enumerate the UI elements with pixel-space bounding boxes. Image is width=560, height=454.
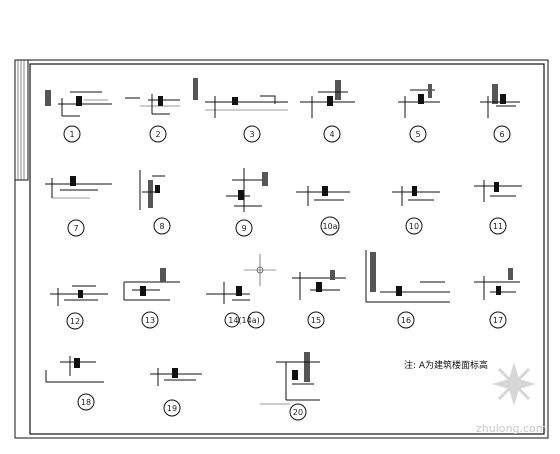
detail-label-14: 14(14a) [224,311,265,329]
detail-label-10a: 10a [320,216,340,236]
detail-sketch-7 [45,176,112,199]
svg-text:1: 1 [69,130,74,139]
svg-text:15: 15 [311,316,321,325]
svg-text:4: 4 [329,130,334,139]
watermark-text: zhulong.com [476,422,546,435]
svg-text:11: 11 [493,222,503,231]
svg-text:17: 17 [493,316,503,325]
detail-sketch-20 [260,352,320,405]
detail-label-19: 19 [163,399,181,417]
detail-sketch-3 [193,78,288,118]
svg-text:13: 13 [145,316,155,325]
detail-label-17: 17 [489,311,507,329]
detail-label-8: 8 [153,217,171,235]
detail-label-15: 15 [307,311,325,329]
detail-sketch-16 [365,250,450,303]
detail-label-7: 7 [67,219,85,237]
svg-text:12: 12 [70,317,80,326]
detail-sketch-8 [139,170,165,210]
svg-text:10: 10 [409,222,419,231]
note-text: 注: A为建筑楼面标高 [404,359,488,371]
detail-sketch-18 [45,356,104,383]
detail-label-2: 2 [149,125,167,143]
detail-label-5: 5 [409,125,427,143]
detail-label-18: 18 [77,393,95,411]
detail-sketch-14 [206,254,276,304]
detail-label-9: 9 [235,219,253,237]
detail-sketch-9 [226,168,268,212]
detail-label-6: 6 [493,125,511,143]
watermark-logo-icon [492,362,536,406]
detail-sketch-5 [398,84,440,118]
detail-label-3: 3 [243,125,261,143]
detail-label-1: 1 [63,125,81,143]
svg-text:3: 3 [249,130,254,139]
detail-sketch-6 [480,84,520,118]
svg-text:8: 8 [159,222,164,231]
svg-text:6: 6 [499,130,504,139]
detail-label-4: 4 [323,125,341,143]
detail-label-12: 12 [66,312,84,330]
svg-text:14(14a): 14(14a) [228,316,260,325]
detail-sketch-10a [296,186,350,206]
detail-sketch-10 [392,186,440,206]
svg-text:5: 5 [415,130,420,139]
svg-text:20: 20 [293,408,303,417]
svg-text:18: 18 [81,398,91,407]
svg-text:19: 19 [167,404,177,413]
detail-label-10: 10 [405,217,423,235]
svg-text:10a: 10a [322,222,337,231]
svg-text:7: 7 [73,224,78,233]
outer-border [14,59,549,439]
detail-sketch-17 [474,268,520,300]
title-strip [14,59,29,181]
detail-sketch-15 [292,270,346,300]
detail-sketch-11 [474,180,522,202]
detail-label-13: 13 [141,311,159,329]
svg-text:2: 2 [155,130,160,139]
watermark: zhulong.com [476,362,546,435]
detail-label-20: 20 [289,403,307,421]
detail-label-16: 16 [397,311,415,329]
svg-text:16: 16 [401,316,411,325]
detail-sketch-19 [150,368,202,386]
detail-sketch-13 [123,268,180,301]
detail-sketch-1 [45,90,112,117]
detail-sketch-4 [300,80,355,118]
svg-text:9: 9 [241,224,246,233]
detail-sketch-12 [50,285,108,306]
detail-sketch-2 [125,94,180,115]
detail-label-11: 11 [489,217,507,235]
inner-frame [29,63,545,435]
